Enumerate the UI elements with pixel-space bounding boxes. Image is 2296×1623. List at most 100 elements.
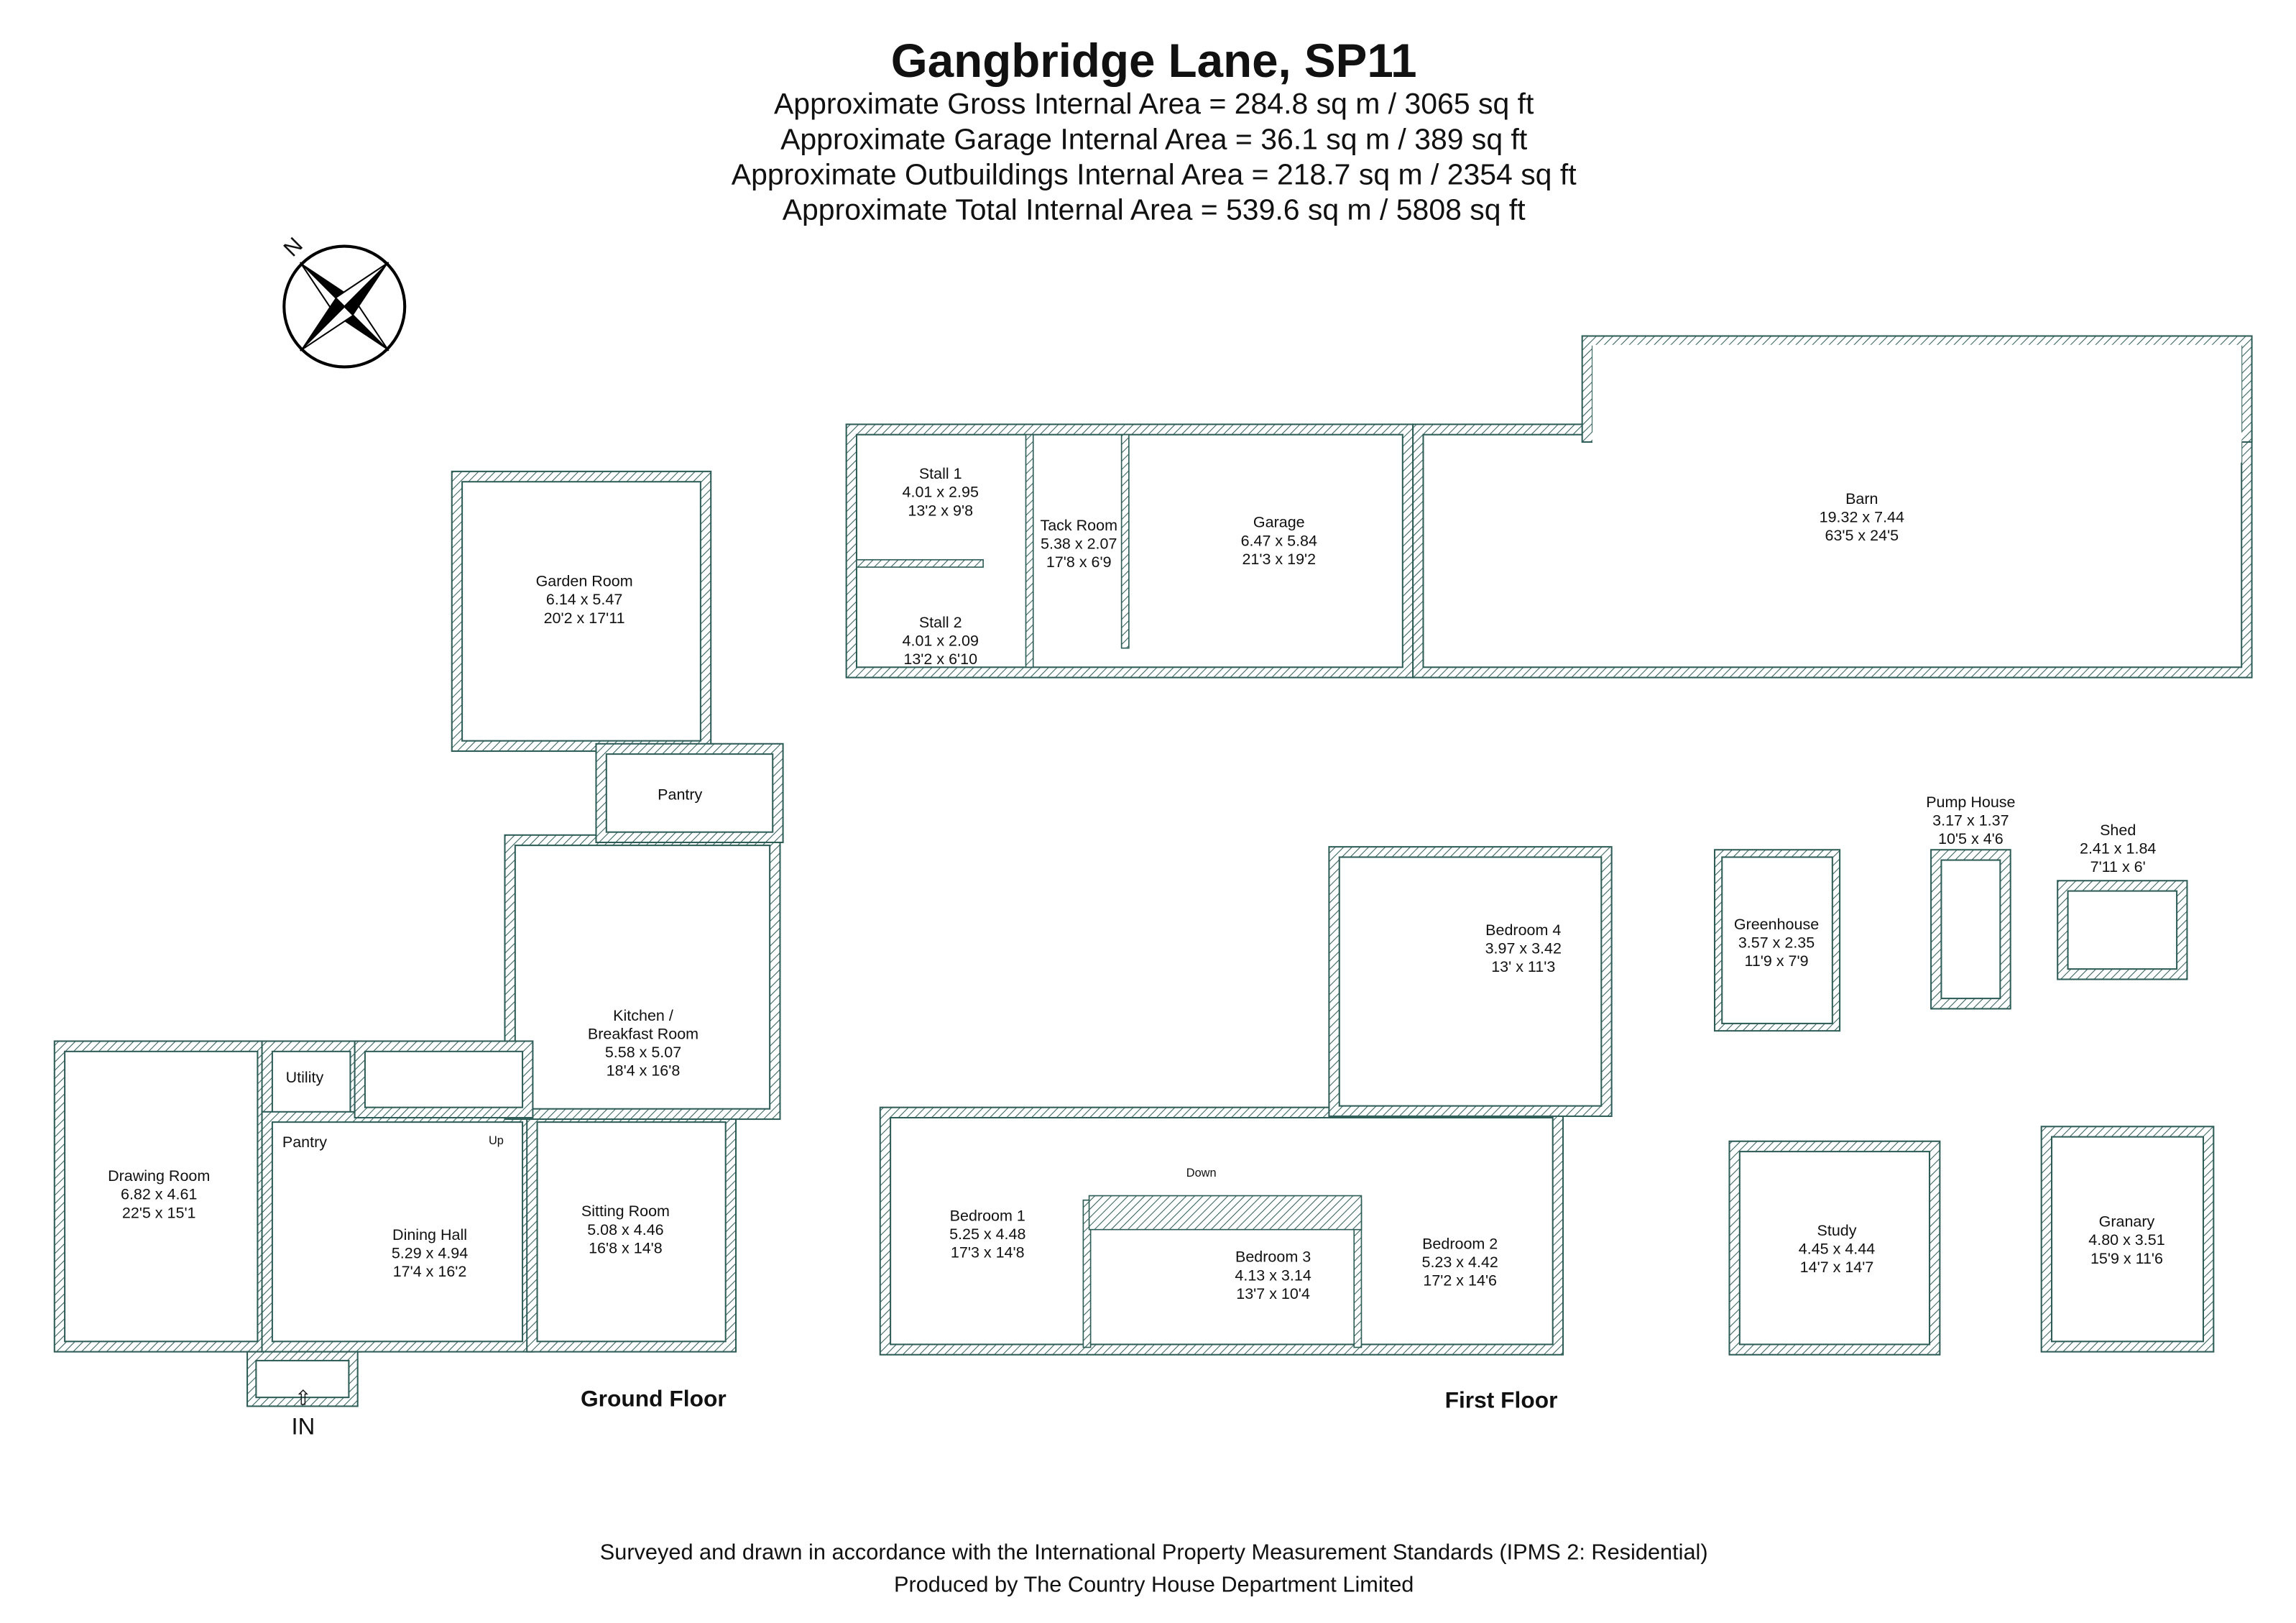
tack-room-name: Tack Room: [1040, 517, 1117, 534]
granary-imperial: 15'9 x 11'6: [2090, 1250, 2163, 1267]
bedroom-1-imperial: 17'3 x 14'8: [951, 1244, 1025, 1261]
barn-name: Barn: [1845, 490, 1878, 507]
kitchen-metric: 5.58 x 5.07: [605, 1044, 681, 1061]
pantry-upper-label: Pantry: [658, 786, 702, 804]
bedroom-4-name: Bedroom 4: [1485, 921, 1561, 939]
greenhouse-imperial: 11'9 x 7'9: [1744, 952, 1808, 970]
greenhouse-metric: 3.57 x 2.35: [1738, 934, 1815, 951]
first-floor-main-walls: [879, 1106, 1564, 1356]
garage-area: Approximate Garage Internal Area = 36.1 …: [780, 122, 1528, 155]
garage-imperial: 21'3 x 19'2: [1242, 551, 1316, 568]
garden-room-walls: [451, 470, 712, 753]
granary-metric: 4.80 x 3.51: [2088, 1231, 2164, 1249]
bedroom-1-metric: 5.25 x 4.48: [949, 1226, 1025, 1243]
compass-icon: N: [278, 232, 407, 369]
bedroom-4-imperial: 13' x 11'3: [1491, 958, 1555, 975]
pump-house-imperial: 10'5 x 4'6: [1938, 830, 2004, 847]
bedroom-1-name: Bedroom 1: [950, 1207, 1025, 1224]
bedroom-2-imperial: 17'2 x 14'6: [1423, 1272, 1497, 1289]
bedroom-3-metric: 4.13 x 3.14: [1235, 1266, 1311, 1284]
bedroom-4-metric: 3.97 x 3.42: [1485, 940, 1562, 957]
drawing-room-name: Drawing Room: [108, 1167, 210, 1185]
stall-divider: [856, 558, 984, 568]
landing-wall: [1088, 1195, 1363, 1231]
greenhouse-name: Greenhouse: [1734, 916, 1819, 933]
pump-house-walls: [1930, 849, 2011, 1010]
drawing-room-imperial: 22'5 x 15'1: [122, 1204, 196, 1221]
stairs-down-label: Down: [1186, 1167, 1217, 1180]
barn-imperial: 63'5 x 24'5: [1825, 527, 1899, 544]
drawing-room-walls: [53, 1040, 269, 1353]
ground-floor-label: Ground Floor: [581, 1385, 727, 1411]
sitting-room-walls: [526, 1111, 737, 1353]
shed-walls: [2057, 880, 2188, 980]
entrance-label: IN: [292, 1412, 315, 1439]
shed-name: Shed: [2100, 822, 2136, 839]
total-area: Approximate Total Internal Area = 539.6 …: [783, 193, 1526, 226]
stall-block-walls: [845, 423, 1414, 679]
barn-walls: [1412, 423, 2253, 679]
pantry-area-walls: [595, 742, 784, 844]
kitchen-name2: Breakfast Room: [588, 1025, 699, 1042]
bedroom-3-imperial: 13'7 x 10'4: [1236, 1285, 1310, 1302]
stairs-up-label: Up: [489, 1134, 504, 1147]
tack-room-metric: 5.38 x 2.07: [1041, 535, 1117, 552]
utility-label: Utility: [286, 1069, 324, 1086]
bedroom-3-name: Bedroom 3: [1235, 1249, 1311, 1266]
garage-name: Garage: [1253, 514, 1305, 531]
study-metric: 4.45 x 4.44: [1799, 1240, 1875, 1257]
garden-room-metric: 6.14 x 5.47: [546, 591, 622, 608]
hall-connector-walls: [354, 1040, 534, 1119]
footer-standards: Surveyed and drawn in accordance with th…: [600, 1539, 1708, 1564]
first-floor-label: First Floor: [1445, 1387, 1558, 1412]
entrance-arrow-icon: ⇧: [295, 1387, 312, 1410]
dining-hall-imperial: 17'4 x 16'2: [393, 1263, 467, 1280]
stall-1-metric: 4.01 x 2.95: [903, 484, 979, 501]
bedroom-2-metric: 5.23 x 4.42: [1421, 1254, 1498, 1271]
kitchen-name: Kitchen /: [613, 1007, 673, 1024]
garden-room-imperial: 20'2 x 17'11: [544, 610, 625, 627]
gross-area: Approximate Gross Internal Area = 284.8 …: [774, 87, 1534, 120]
garage-metric: 6.47 x 5.84: [1241, 532, 1317, 549]
barn-metric: 19.32 x 7.44: [1820, 509, 1904, 526]
tack-wall-right: [1120, 433, 1130, 649]
pump-house-name: Pump House: [1926, 794, 2015, 811]
stall-2-imperial: 13'2 x 6'10: [903, 650, 977, 668]
stall-1-name: Stall 1: [919, 465, 962, 482]
kitchen-walls: [504, 834, 781, 1121]
walls: [53, 335, 2253, 1407]
study-walls: [1728, 1140, 1941, 1356]
stall-1-imperial: 13'2 x 9'8: [908, 502, 973, 519]
study-imperial: 14'7 x 14'7: [1800, 1259, 1874, 1276]
drawing-room-metric: 6.82 x 4.61: [121, 1186, 197, 1203]
shed-imperial: 7'11 x 6': [2090, 858, 2146, 875]
stall-2-name: Stall 2: [919, 614, 962, 631]
sitting-room-metric: 5.08 x 4.46: [587, 1221, 663, 1238]
footer-producer: Produced by The Country House Department…: [894, 1571, 1414, 1596]
tack-wall-left: [1025, 433, 1034, 668]
pantry-lower-label: Pantry: [282, 1134, 327, 1151]
study-name: Study: [1817, 1222, 1857, 1239]
shed-metric: 2.41 x 1.84: [2080, 840, 2156, 857]
dining-hall-walls: [261, 1111, 534, 1353]
greenhouse-walls: [1713, 849, 1841, 1032]
sitting-room-imperial: 16'8 x 14'8: [589, 1239, 663, 1256]
garden-room-name: Garden Room: [536, 573, 633, 590]
pump-house-metric: 3.17 x 1.37: [1932, 811, 2009, 829]
first-floor-upper-walls: [1328, 846, 1613, 1117]
dining-hall-name: Dining Hall: [392, 1226, 467, 1243]
bed1-wall: [1082, 1199, 1092, 1348]
plan-title: Gangbridge Lane, SP11: [891, 35, 1417, 87]
outbuildings-area: Approximate Outbuildings Internal Area =…: [732, 158, 1577, 191]
kitchen-imperial: 18'4 x 16'8: [607, 1062, 681, 1080]
compass-north-label: N: [278, 232, 307, 261]
porch-walls: [246, 1351, 359, 1407]
dining-hall-metric: 5.29 x 4.94: [392, 1245, 468, 1262]
granary-walls: [2040, 1126, 2215, 1353]
tack-room-imperial: 17'8 x 6'9: [1046, 553, 1112, 571]
granary-name: Granary: [2099, 1213, 2155, 1231]
sitting-room-name: Sitting Room: [581, 1203, 670, 1220]
bedroom-2-name: Bedroom 2: [1422, 1235, 1498, 1252]
